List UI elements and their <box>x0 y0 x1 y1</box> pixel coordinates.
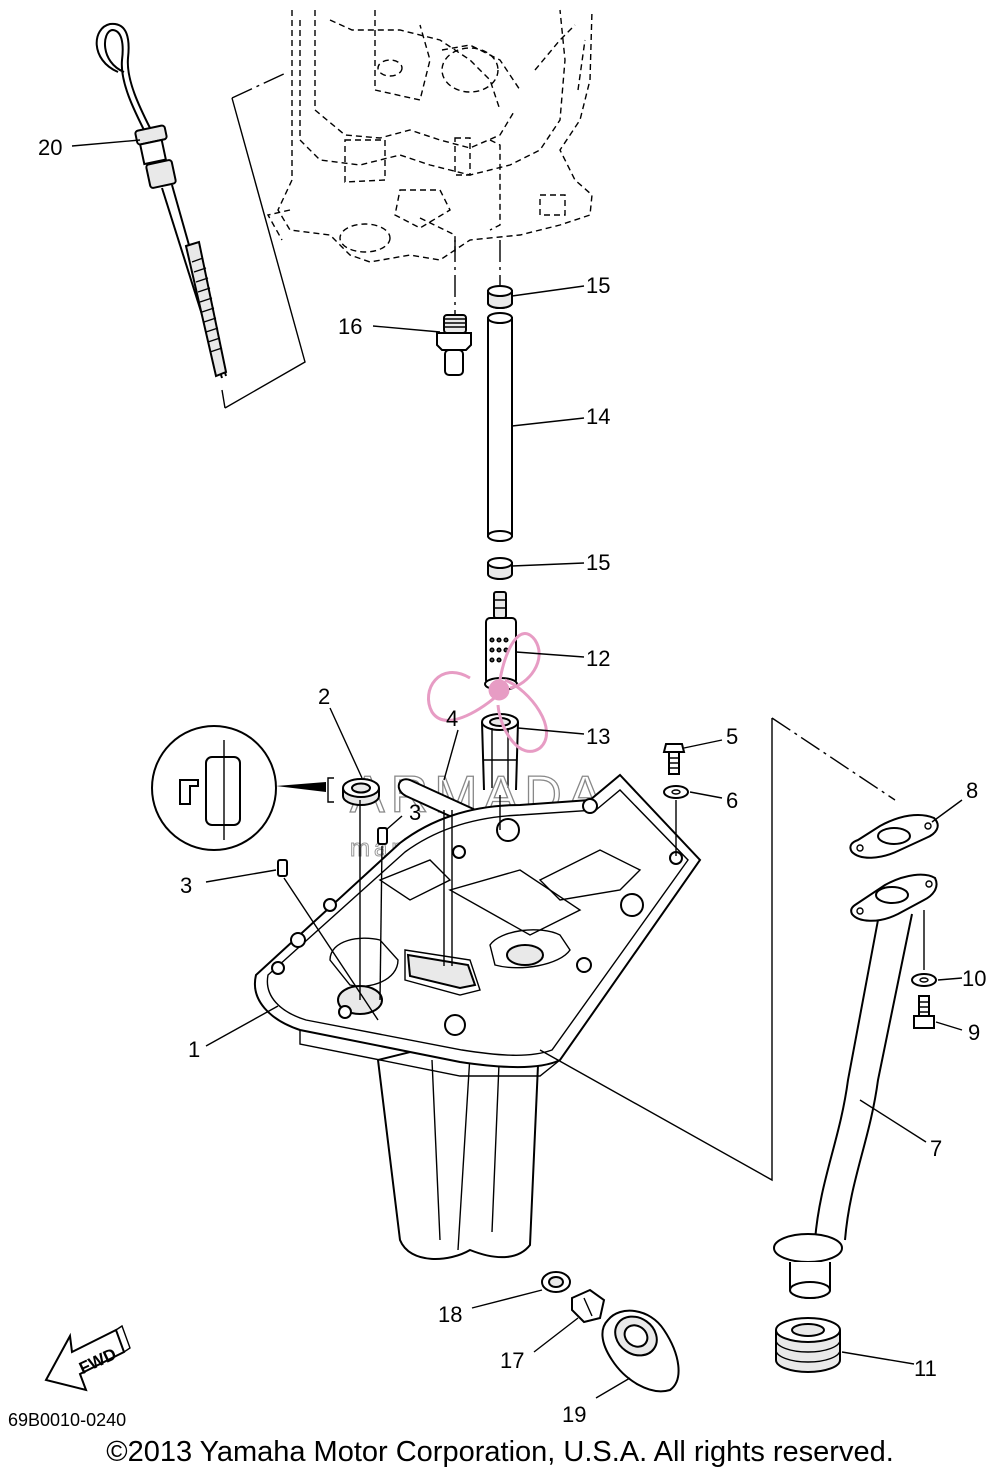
document-code: 69B0010-0240 <box>8 1410 127 1430</box>
exhaust-pipe-part-7 <box>773 873 938 1299</box>
callout-leaders <box>71 139 963 1399</box>
seal-part-2 <box>342 778 380 806</box>
chain-line <box>539 718 773 1182</box>
gasket-part-18 <box>541 1271 571 1293</box>
callout-8: 8 <box>966 778 978 803</box>
chain-line <box>771 717 896 801</box>
callout-16: 16 <box>338 314 362 339</box>
chain-line <box>231 71 289 99</box>
grommet-part-19 <box>601 1309 680 1393</box>
callout-18: 18 <box>438 1302 462 1327</box>
callout-numbers: 20 16 15 14 15 12 13 2 4 3 3 1 5 6 8 10 … <box>38 135 986 1427</box>
dowel-pin-part-3 <box>277 827 388 877</box>
chain-line <box>221 389 226 409</box>
washer-part-6 <box>663 785 689 799</box>
callout-20: 20 <box>38 135 62 160</box>
cylinder-block-outline <box>266 9 593 263</box>
fitting-part-16 <box>436 314 472 376</box>
bolt-part-9 <box>913 995 935 1029</box>
gasket-part-8 <box>849 813 939 859</box>
callout-1: 1 <box>188 1037 200 1062</box>
fwd-arrow-icon: FWD <box>44 1324 131 1392</box>
leader-line <box>379 845 383 1001</box>
watermark-logo <box>426 632 548 753</box>
callout-15-lower: 15 <box>586 550 610 575</box>
callout-3-lower: 3 <box>180 873 192 898</box>
callout-9: 9 <box>968 1020 980 1045</box>
callout-2: 2 <box>318 684 330 709</box>
callout-10: 10 <box>962 966 986 991</box>
grommet-part-15-top <box>487 285 513 309</box>
leader-line <box>443 810 453 966</box>
callout-6: 6 <box>726 788 738 813</box>
rubber-seal-part-11 <box>775 1317 841 1373</box>
callout-19: 19 <box>562 1402 586 1427</box>
callout-5: 5 <box>726 724 738 749</box>
copyright-notice: ©2013 Yamaha Motor Corporation, U.S.A. A… <box>106 1436 894 1468</box>
callout-4: 4 <box>446 706 458 731</box>
callout-14: 14 <box>586 404 610 429</box>
inset-detail <box>151 725 334 851</box>
grommet-part-15-lower <box>487 557 513 580</box>
callout-15-top: 15 <box>586 273 610 298</box>
callout-13: 13 <box>586 724 610 749</box>
pipe-part-14 <box>487 312 513 542</box>
drain-bolt-part-17 <box>571 1288 606 1324</box>
callout-3-upper: 3 <box>409 800 421 825</box>
oil-pan-part-1 <box>253 773 702 1260</box>
dipstick-bracket-line <box>224 97 306 409</box>
strainer-holder-part-13 <box>481 713 519 791</box>
leader-line <box>283 877 379 1021</box>
callout-12: 12 <box>586 646 610 671</box>
dipstick-part-20 <box>95 22 228 379</box>
callout-17: 17 <box>500 1348 524 1373</box>
washer-part-10 <box>911 973 937 987</box>
bolt-part-5 <box>662 743 686 775</box>
callout-11: 11 <box>914 1356 937 1381</box>
callout-7: 7 <box>930 1136 942 1161</box>
